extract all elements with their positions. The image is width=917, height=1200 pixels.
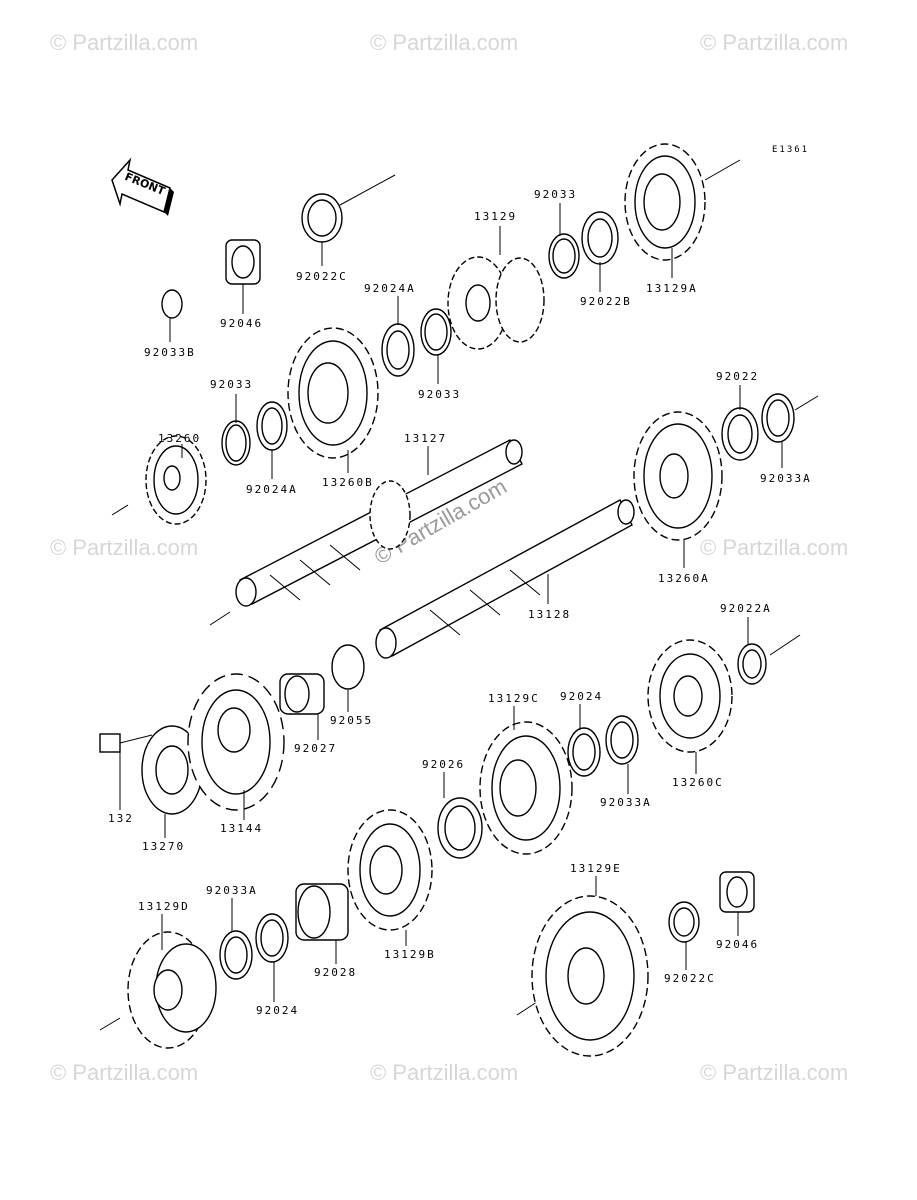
bearing-92046-lower [719, 871, 755, 913]
snap-ring-92033a-mid [605, 715, 639, 765]
watermark-text: © Partzilla.com [370, 30, 518, 55]
washer-92022b [581, 211, 619, 265]
label-92028: 92028 [314, 966, 357, 979]
watermark-text: © Partzilla.com [370, 1060, 518, 1085]
sprocket-13144 [187, 673, 285, 811]
leader-lines [119, 203, 783, 1002]
label-92027: 92027 [294, 742, 337, 755]
washer-92022 [721, 407, 759, 461]
label-92055: 92055 [330, 714, 373, 727]
label-92033a: 92033A [600, 796, 652, 809]
label-13129: 13129 [474, 210, 517, 223]
label-92022c: 92022C [664, 972, 716, 985]
label-13260a: 13260A [658, 572, 710, 585]
front-arrow-icon: FRONT [111, 157, 174, 216]
washer-92024-lower [255, 913, 289, 963]
gear-13260a [633, 411, 723, 541]
label-92046: 92046 [716, 938, 759, 951]
label-13260c: 13260C [672, 776, 724, 789]
bearing-92046-upper [225, 239, 261, 285]
watermark-text: © Partzilla.com [50, 535, 198, 560]
bushing-92028 [295, 883, 349, 941]
part-labels: 13260 92033 92024A 13260B 92033B 92046 9… [108, 188, 812, 1017]
washer-92024-mid [567, 727, 601, 777]
label-13270: 13270 [142, 840, 185, 853]
gear-13129d [127, 931, 217, 1049]
diagram-code: E1361 [772, 145, 809, 155]
watermark-text: © Partzilla.com [50, 30, 198, 55]
gear-13260b [287, 327, 379, 459]
label-13129d: 13129D [138, 900, 190, 913]
label-92024: 92024 [560, 690, 603, 703]
label-92033: 92033 [418, 388, 461, 401]
label-92046: 92046 [220, 317, 263, 330]
gear-13260 [145, 435, 207, 525]
label-13260: 13260 [158, 432, 201, 445]
watermark-text: © Partzilla.com [700, 535, 848, 560]
shaft-13127 [235, 439, 523, 607]
label-13129c: 13129C [488, 692, 540, 705]
label-92022a: 92022A [720, 602, 772, 615]
snap-ring-92033a-lower [219, 930, 253, 980]
label-92024a: 92024A [246, 483, 298, 496]
label-13129b: 13129B [384, 948, 436, 961]
bolt-132 [99, 733, 153, 753]
washer-92022c-upper [301, 193, 343, 243]
label-92033b: 92033B [144, 346, 196, 359]
label-92033a: 92033A [206, 884, 258, 897]
label-92022c: 92022C [296, 270, 348, 283]
shaft-13128 [375, 499, 635, 659]
o-ring-92055 [331, 644, 365, 690]
label-13128: 13128 [528, 608, 571, 621]
label-92033: 92033 [534, 188, 577, 201]
gear-13260c [647, 639, 733, 753]
label-92024: 92024 [256, 1004, 299, 1017]
snap-ring-92033a-upper [761, 393, 795, 443]
gear-13129 [447, 256, 545, 350]
snap-ring-92033-upper [548, 233, 580, 279]
plate-13270 [141, 725, 203, 815]
label-13144: 13144 [220, 822, 263, 835]
label-92033: 92033 [210, 378, 253, 391]
label-13129e: 13129E [570, 862, 622, 875]
label-92033a: 92033A [760, 472, 812, 485]
label-132: 132 [108, 812, 134, 825]
label-92026: 92026 [422, 758, 465, 771]
label-92022: 92022 [716, 370, 759, 383]
label-13129a: 13129A [646, 282, 698, 295]
snap-ring-92033b [161, 289, 183, 319]
label-13127: 13127 [404, 432, 447, 445]
watermark-text: © Partzilla.com [700, 30, 848, 55]
washer-92026 [437, 797, 483, 859]
label-92024a: 92024A [364, 282, 416, 295]
washer-92024a-left [256, 401, 288, 451]
gear-13129e [531, 895, 649, 1057]
gear-13129c [479, 721, 573, 855]
washer-92022a [737, 643, 767, 685]
washer-92022c-lower [668, 901, 700, 943]
watermark-text: © Partzilla.com [50, 1060, 198, 1085]
label-13260b: 13260B [322, 476, 374, 489]
collar-92027 [279, 673, 325, 715]
watermark-text: © Partzilla.com [700, 1060, 848, 1085]
gear-13129a [624, 143, 706, 261]
snap-ring-92033-upper-left [221, 420, 251, 466]
gear-13129b [347, 809, 433, 931]
label-92022b: 92022B [580, 295, 632, 308]
washer-92024a-mid [381, 323, 415, 377]
snap-ring-92033-mid [420, 308, 452, 356]
